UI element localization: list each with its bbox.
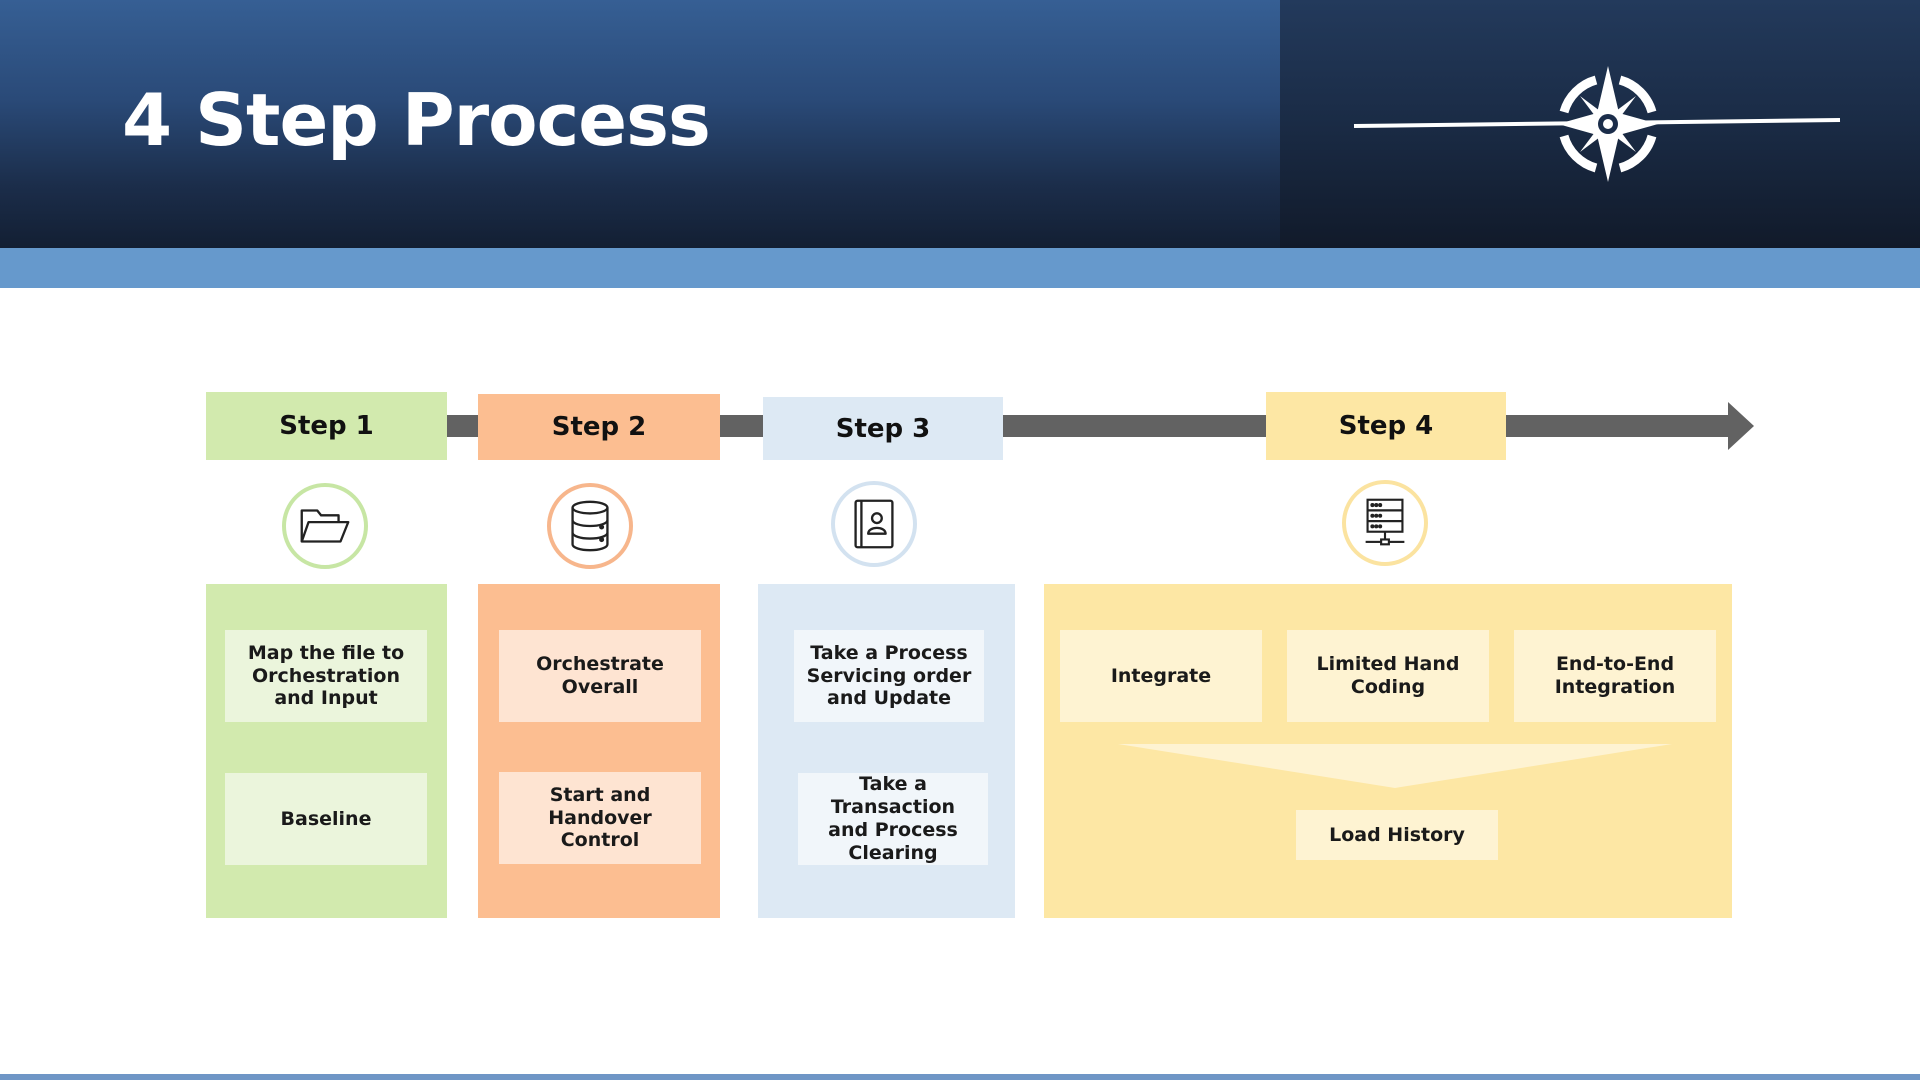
step-3-header: Step 3 [763,397,1003,460]
server-icon [1365,498,1405,546]
step-2-icon-circle [547,483,633,569]
step-4-header: Step 4 [1266,392,1506,460]
step-4-item-2: Limited Hand Coding [1287,630,1489,722]
step-4-result: Load History [1296,810,1498,860]
compass-rose-icon [1353,66,1841,182]
step-1-header: Step 1 [206,392,447,460]
step-2-item-1: Orchestrate Overall [499,630,701,722]
step-3-icon-circle [831,481,917,567]
step-4-icon-circle [1342,480,1428,566]
step-1-item-2: Baseline [225,773,427,865]
step-4-merge-funnel [1118,744,1672,788]
contact-book-icon [854,499,894,549]
step-4-item-1: Integrate [1060,630,1262,722]
database-icon [571,500,609,552]
step-3-item-2: Take a Transaction and Process Clearing [798,773,988,865]
step-2-header: Step 2 [478,394,720,460]
step-3-item-1: Take a Process Servicing order and Updat… [794,630,984,722]
step-4-item-3: End-to-End Integration [1514,630,1716,722]
step-1-item-1: Map the file to Orchestration and Input [225,630,427,722]
header-accent-band [0,248,1920,288]
step-1-icon-circle [282,483,368,569]
step-2-item-2: Start and Handover Control [499,772,701,864]
page-title: 4 Step Process [122,78,711,162]
footer-line [0,1074,1920,1080]
timeline-arrow-head [1728,402,1754,450]
folder-icon [300,509,350,543]
